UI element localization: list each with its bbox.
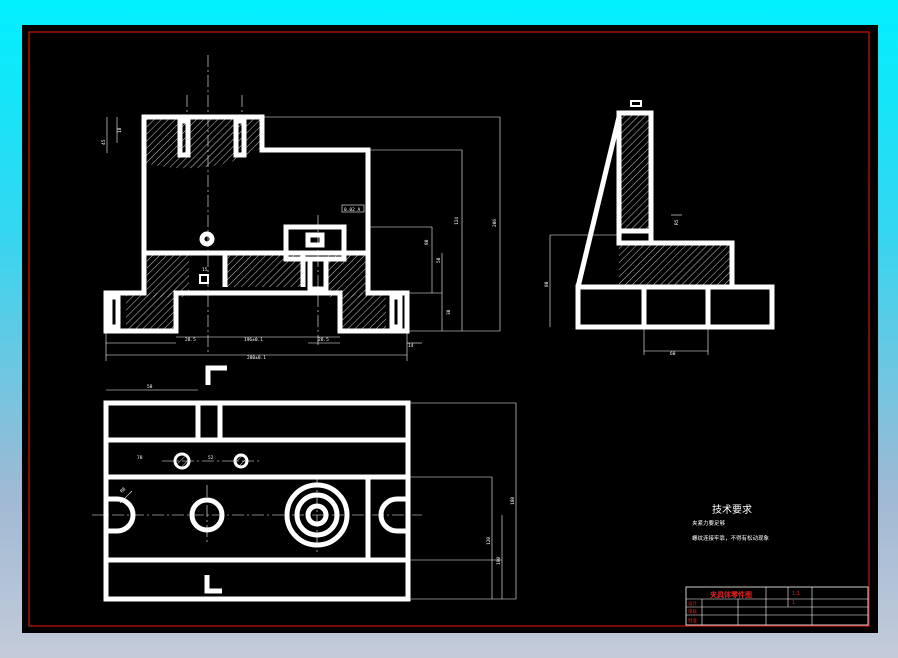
dim-top-6: 120 — [486, 537, 492, 545]
dim-side-height: 80 — [544, 281, 550, 287]
dim-front-top-left: 18 — [117, 127, 123, 133]
title-block-scale: 1:1 — [792, 591, 800, 597]
dim-top-1: 58 — [147, 384, 153, 390]
cad-drawing: 280±0.1 196±0.1 28.5 28.5 14 206 124 80 … — [28, 31, 870, 627]
title-block — [685, 586, 869, 626]
dim-front-height-5: 30 — [446, 309, 452, 315]
dim-top-3: 52 — [208, 455, 214, 461]
drawing-sheet: 280±0.1 196±0.1 28.5 28.5 14 206 124 80 … — [22, 25, 878, 633]
title-block-row-1: 设计 — [688, 600, 697, 607]
dim-front-overall: 280±0.1 — [247, 355, 266, 361]
dim-front-right-offset: 14 — [408, 343, 414, 349]
dim-front-height-2: 124 — [454, 217, 460, 225]
title-block-name: 夹具体零件图 — [710, 590, 752, 599]
dim-front-inner: 196±0.1 — [244, 337, 263, 343]
dim-top-7: 190 — [496, 557, 502, 565]
dim-front-right-step: 28.5 — [318, 337, 329, 343]
dim-front-height: 206 — [492, 219, 498, 227]
dim-tolerance-box: 0.02 A — [344, 207, 361, 213]
dim-top-5: 180 — [510, 497, 516, 505]
dim-front-small: 15 — [202, 267, 208, 273]
dim-top-2: 78 — [137, 455, 143, 461]
front-view — [103, 55, 501, 361]
dim-top-4: R8 — [119, 486, 127, 494]
tech-note-2: 螺纹连接牢靠，不得有松动现象 — [692, 534, 770, 542]
dim-side-label: R5 — [674, 219, 680, 225]
title-block-sheet: 1 — [792, 600, 795, 606]
tech-requirements-title: 技术要求 — [712, 503, 752, 516]
dim-front-height-4: 50 — [436, 257, 442, 263]
dim-front-side: 45 — [101, 139, 107, 145]
title-block-row-3: 批准 — [688, 617, 697, 624]
top-view — [92, 365, 517, 602]
dim-side-width: 60 — [670, 351, 676, 357]
drawing-border — [28, 31, 870, 627]
dim-front-left-step: 28.5 — [185, 337, 196, 343]
tech-note-1: 夹紧力要足够 — [692, 519, 726, 527]
side-view — [549, 100, 775, 355]
title-block-row-2: 审核 — [688, 608, 697, 615]
dim-front-height-3: 80 — [424, 239, 430, 245]
